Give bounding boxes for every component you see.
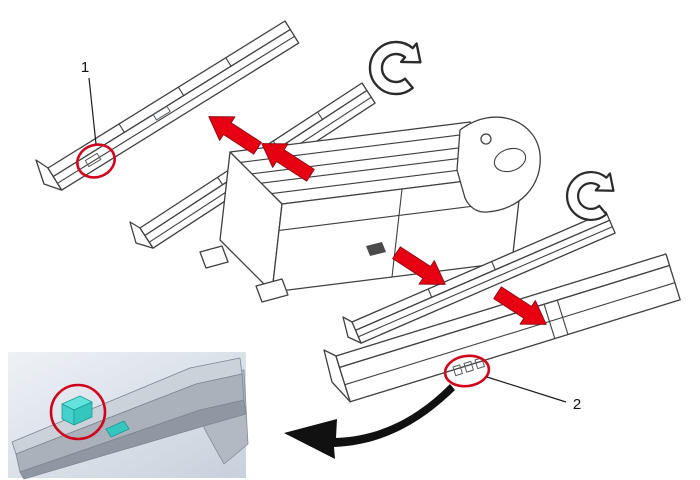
removal-arrow-icon xyxy=(261,143,315,182)
rotate-arrow-icon xyxy=(368,40,422,96)
callout-1: 1 xyxy=(76,59,116,179)
panel-tick-line xyxy=(118,123,125,133)
detail-inset xyxy=(8,352,249,480)
cover-edge-line xyxy=(56,35,296,184)
unit-clip xyxy=(366,242,386,256)
right-inner-rail xyxy=(342,211,616,344)
callout-label-2: 2 xyxy=(573,396,581,413)
removal-arrow-icon xyxy=(208,116,262,155)
callout-leader-1 xyxy=(88,77,97,145)
unit-knob xyxy=(480,133,492,145)
clip-tab-highlight xyxy=(105,420,130,438)
callout-leader-2 xyxy=(486,376,567,403)
callout-circle-1 xyxy=(76,143,116,179)
unit-front-seam-line xyxy=(391,188,403,278)
cover-clip-detail xyxy=(463,360,475,373)
clip-highlight-front xyxy=(73,401,93,426)
panel-tick-line xyxy=(427,288,433,298)
unit-foot xyxy=(199,245,229,269)
panel-tick-line xyxy=(177,86,185,97)
left-outer-cover xyxy=(35,20,300,191)
unit-foot xyxy=(255,278,289,303)
cover-edge-line xyxy=(344,282,676,386)
detail-callout-circle xyxy=(49,383,107,441)
callout-circle-2 xyxy=(443,354,491,388)
callout-label-1: 1 xyxy=(81,59,89,76)
main-unit xyxy=(199,116,541,303)
unit-end-cap-detail xyxy=(493,147,527,173)
unit-end-cap xyxy=(456,116,541,213)
inset-part-bottom-flange xyxy=(19,399,247,480)
removal-arrow-icon xyxy=(392,246,446,285)
callout-2: 2 xyxy=(443,354,581,413)
panel-tick-line xyxy=(317,111,324,121)
right-outer-cover xyxy=(323,253,681,403)
panel-tick-line xyxy=(225,57,232,67)
cover-clip-detail xyxy=(84,152,102,168)
panel-tick-line xyxy=(217,176,224,186)
rail-edge-line xyxy=(357,226,613,338)
cover-slot xyxy=(152,105,171,121)
cover-seam-line xyxy=(543,303,556,340)
cover-clip-detail xyxy=(452,364,464,377)
panel-tick-line xyxy=(491,260,496,271)
detail-arrow-icon xyxy=(284,384,455,459)
removal-arrow-icon xyxy=(493,286,547,325)
cover-seam-line xyxy=(556,299,569,336)
rotate-arrow-icon xyxy=(566,170,615,222)
